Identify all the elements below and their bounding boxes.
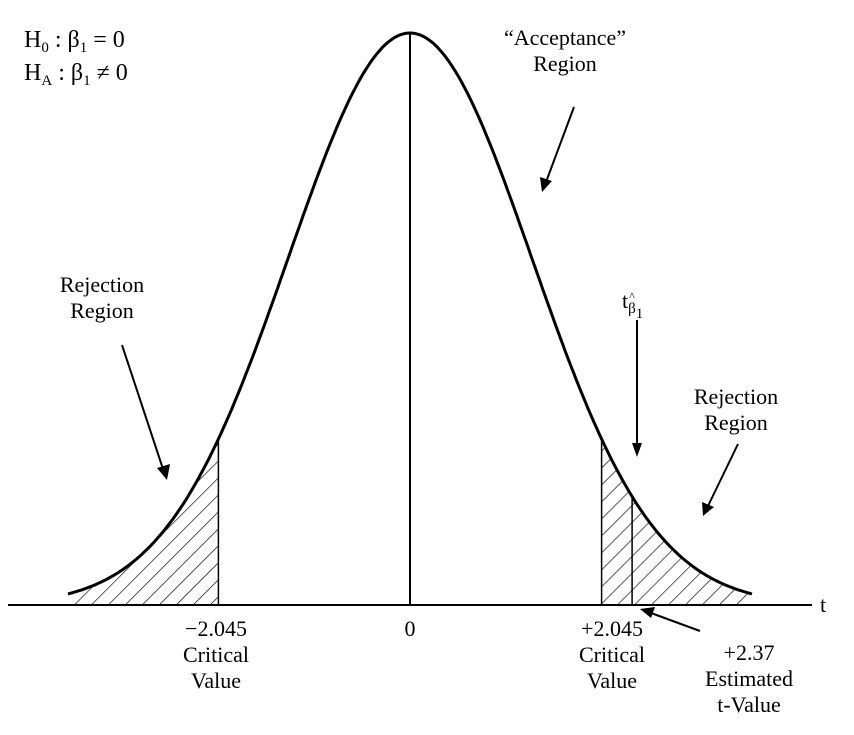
arrow-estimate [640, 607, 701, 632]
left-rejection-area [68, 439, 219, 605]
neg-critical-line2: Value [190, 668, 242, 693]
rejection-right-line1: Rejection [693, 384, 779, 409]
pos-critical-value: +2.045 [581, 616, 643, 641]
tick-zero: 0 [404, 616, 416, 641]
rejection-left-line1: Rejection [59, 272, 145, 297]
neg-critical-line1: Critical [183, 642, 249, 667]
tick-neg-critical: −2.045 Critical Value [150, 616, 282, 694]
rejection-right-line2: Region [704, 410, 768, 435]
arrow-rejection-right [702, 443, 739, 516]
tick-pos-critical: +2.045 Critical Value [546, 616, 678, 694]
null-hypothesis: H0 : β1 = 0 [24, 27, 125, 56]
estimate-line2: t-Value [717, 692, 781, 717]
t-distribution-curve [67, 31, 753, 596]
rejection-region-right-label: Rejection Region [678, 384, 794, 436]
right-rejection-area [601, 439, 752, 605]
alternative-hypothesis: HA : β1 ≠ 0 [24, 60, 128, 89]
pos-critical-line1: Critical [579, 642, 645, 667]
acceptance-line1: “Acceptance” [503, 25, 627, 50]
estimate-line1: Estimated [705, 666, 793, 691]
pos-critical-line2: Value [586, 668, 638, 693]
arrow-t-beta [632, 320, 642, 457]
rejection-region-left-label: Rejection Region [44, 272, 160, 324]
arrow-rejection-left [121, 344, 170, 480]
t-axis-label: t [820, 592, 827, 617]
rejection-left-line2: Region [70, 298, 134, 323]
arrow-acceptance [540, 106, 575, 192]
t-beta-label: tβ1 [622, 288, 644, 322]
acceptance-line2: Region [533, 51, 597, 76]
estimate-value: +2.37 [723, 640, 775, 665]
neg-critical-value: −2.045 [185, 616, 247, 641]
acceptance-region-label: “Acceptance” Region [490, 25, 640, 77]
tick-estimate: +2.37 Estimated t-Value [688, 640, 810, 718]
